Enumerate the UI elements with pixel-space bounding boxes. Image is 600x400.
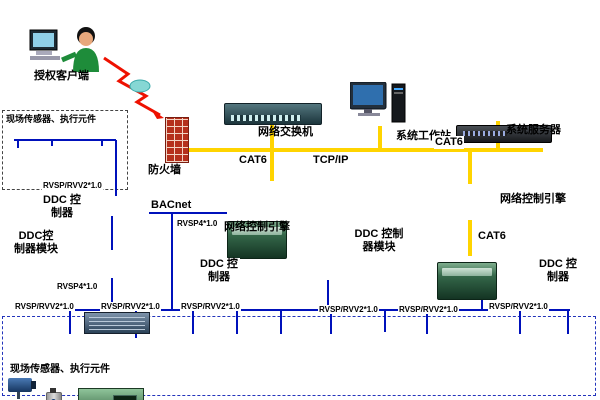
sensor-icon <box>46 388 62 400</box>
ddc-controller-left-icon <box>84 312 150 334</box>
network-cloud-icon <box>129 79 151 93</box>
ddc-module-left-icon <box>78 388 144 400</box>
firewall-icon <box>165 117 189 163</box>
label-rvsp-rvv-bus-1: RVSP/RVV2*1.0 <box>14 302 75 312</box>
label-network-switch: 网络交换机 <box>258 126 313 138</box>
tcpip-backbone-lines <box>186 121 543 256</box>
workstation-icon <box>349 81 408 133</box>
label-server: 系统服务器 <box>506 124 561 136</box>
label-rvsp4-trunk: RVSP4*1.0 <box>176 219 219 229</box>
label-rvsp-rvv-bus-6: RVSP/RVV2*1.0 <box>488 302 549 312</box>
label-rvsp-rvv-bus-4: RVSP/RVV2*1.0 <box>318 305 379 315</box>
label-rvsp-rvv-left-top: RVSP/RVV2*1.0 <box>42 181 103 191</box>
label-tcpip: TCP/IP <box>312 154 350 167</box>
network-control-engine-left-icon <box>227 221 287 259</box>
label-rvsp-rvv-bus-2: RVSP/RVV2*1.0 <box>100 302 161 312</box>
label-rvsp4-left: RVSP4*1.0 <box>56 282 99 292</box>
field-devices-box-bottom <box>2 316 596 396</box>
label-authorized-client: 授权客户端 <box>34 70 89 82</box>
network-switch-icon <box>224 103 322 125</box>
network-control-engine-right-icon <box>437 262 497 300</box>
label-ddc-center: DDC 控制器 <box>198 258 240 284</box>
label-engine-left: 网络控制引擎 <box>224 221 290 233</box>
label-field-devices-top: 现场传感器、执行元件 <box>6 114 97 124</box>
label-field-devices-bottom: 现场传感器、执行元件 <box>10 364 110 375</box>
label-ddc-module-left: DDC控 制器模块 <box>14 230 58 255</box>
label-bacnet: BACnet <box>150 199 193 212</box>
camera-icon <box>8 378 36 399</box>
label-cat6-engine-right: CAT6 <box>477 230 507 243</box>
label-rvsp-rvv-bus-5: RVSP/RVV2*1.0 <box>398 305 459 315</box>
label-engine-right: 网络控制引擎 <box>500 193 566 205</box>
authorized-client-icon <box>28 24 116 81</box>
label-ddc-right: DDC 控制器 <box>539 258 577 283</box>
label-firewall: 防火墙 <box>148 164 181 176</box>
label-ddc-left: DDC 控制器 <box>43 194 81 219</box>
label-cat6-server: CAT6 <box>434 136 464 149</box>
label-rvsp-rvv-bus-3: RVSP/RVV2*1.0 <box>180 302 241 312</box>
label-ddc-module-center: DDC 控制器模块 <box>354 228 404 253</box>
label-cat6-switch: CAT6 <box>238 154 268 167</box>
server-icon <box>456 125 552 143</box>
